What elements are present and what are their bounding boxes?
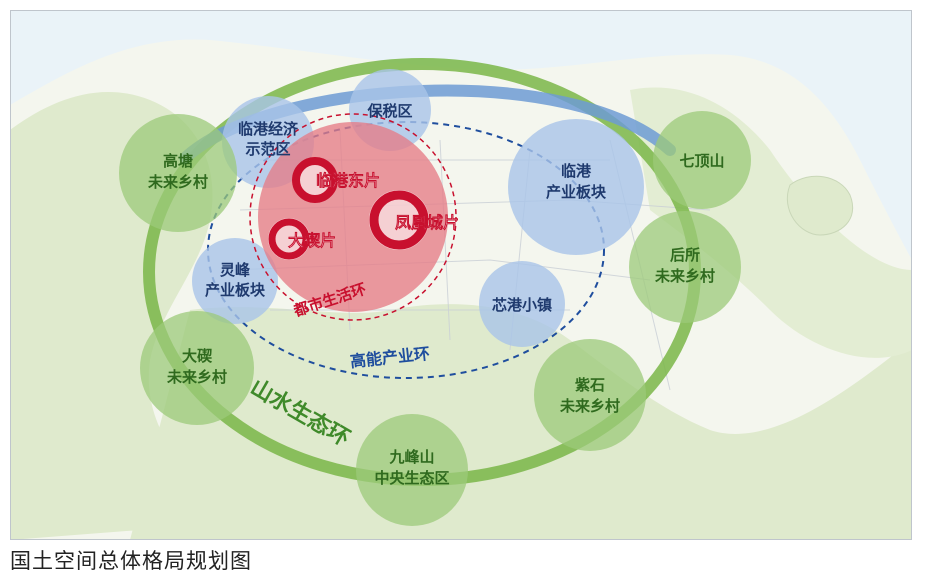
red-core-lingang-east bbox=[292, 157, 338, 203]
label-daxie-core: 大碶片 bbox=[288, 231, 336, 250]
node-housuo bbox=[629, 211, 741, 323]
label-fenghuang: 凤凰城片 bbox=[395, 213, 459, 232]
label-housuo-1: 后所 bbox=[670, 246, 700, 264]
urban-ring bbox=[249, 113, 457, 321]
spatial-layout-map: 保税区 临港经济 示范区 临港 产业板块 灵峰 产业板块 芯港小镇 临港东片 凤… bbox=[10, 10, 912, 540]
island bbox=[786, 175, 854, 236]
green-hills-south bbox=[130, 304, 912, 540]
label-lingang-demo-2: 示范区 bbox=[245, 140, 290, 158]
node-gaotang bbox=[119, 114, 237, 232]
label-baoshui: 保税区 bbox=[366, 102, 412, 120]
label-qiding: 七顶山 bbox=[679, 152, 724, 170]
label-housuo-2: 未来乡村 bbox=[654, 267, 715, 285]
node-jiufeng bbox=[356, 414, 468, 526]
label-xingang: 芯港小镇 bbox=[492, 296, 552, 314]
label-daxie-village-2: 未来乡村 bbox=[166, 368, 227, 386]
label-jiufeng-1: 九峰山 bbox=[388, 448, 434, 466]
red-core-fenghuang bbox=[369, 190, 429, 250]
label-lingang-demo-1: 临港经济 bbox=[238, 120, 299, 138]
map-frame bbox=[10, 10, 912, 540]
label-lingfeng-2: 产业板块 bbox=[205, 281, 266, 299]
red-core-daxie bbox=[268, 218, 310, 260]
label-daxie-village-1: 大碶 bbox=[182, 347, 213, 365]
label-zishi-1: 紫石 bbox=[575, 376, 605, 394]
node-qiding bbox=[653, 111, 751, 209]
label-lingang-east: 临港东片 bbox=[316, 171, 380, 190]
figure-caption: 国土空间总体格局规划图 bbox=[10, 549, 252, 573]
node-daxie-village bbox=[140, 311, 254, 425]
node-zishi bbox=[534, 339, 646, 451]
label-lingang-block-1: 临港 bbox=[561, 162, 592, 180]
label-gaotang-2: 未来乡村 bbox=[147, 173, 208, 191]
label-gaotang-1: 高塘 bbox=[163, 152, 193, 170]
label-lingang-block-2: 产业板块 bbox=[546, 183, 607, 201]
node-lingang-block bbox=[508, 119, 644, 255]
label-jiufeng-2: 中央生态区 bbox=[374, 469, 449, 487]
label-lingfeng-1: 灵峰 bbox=[220, 261, 251, 279]
node-xingang bbox=[479, 261, 565, 347]
node-lingfeng bbox=[192, 238, 278, 324]
label-zishi-2: 未来乡村 bbox=[559, 397, 620, 415]
